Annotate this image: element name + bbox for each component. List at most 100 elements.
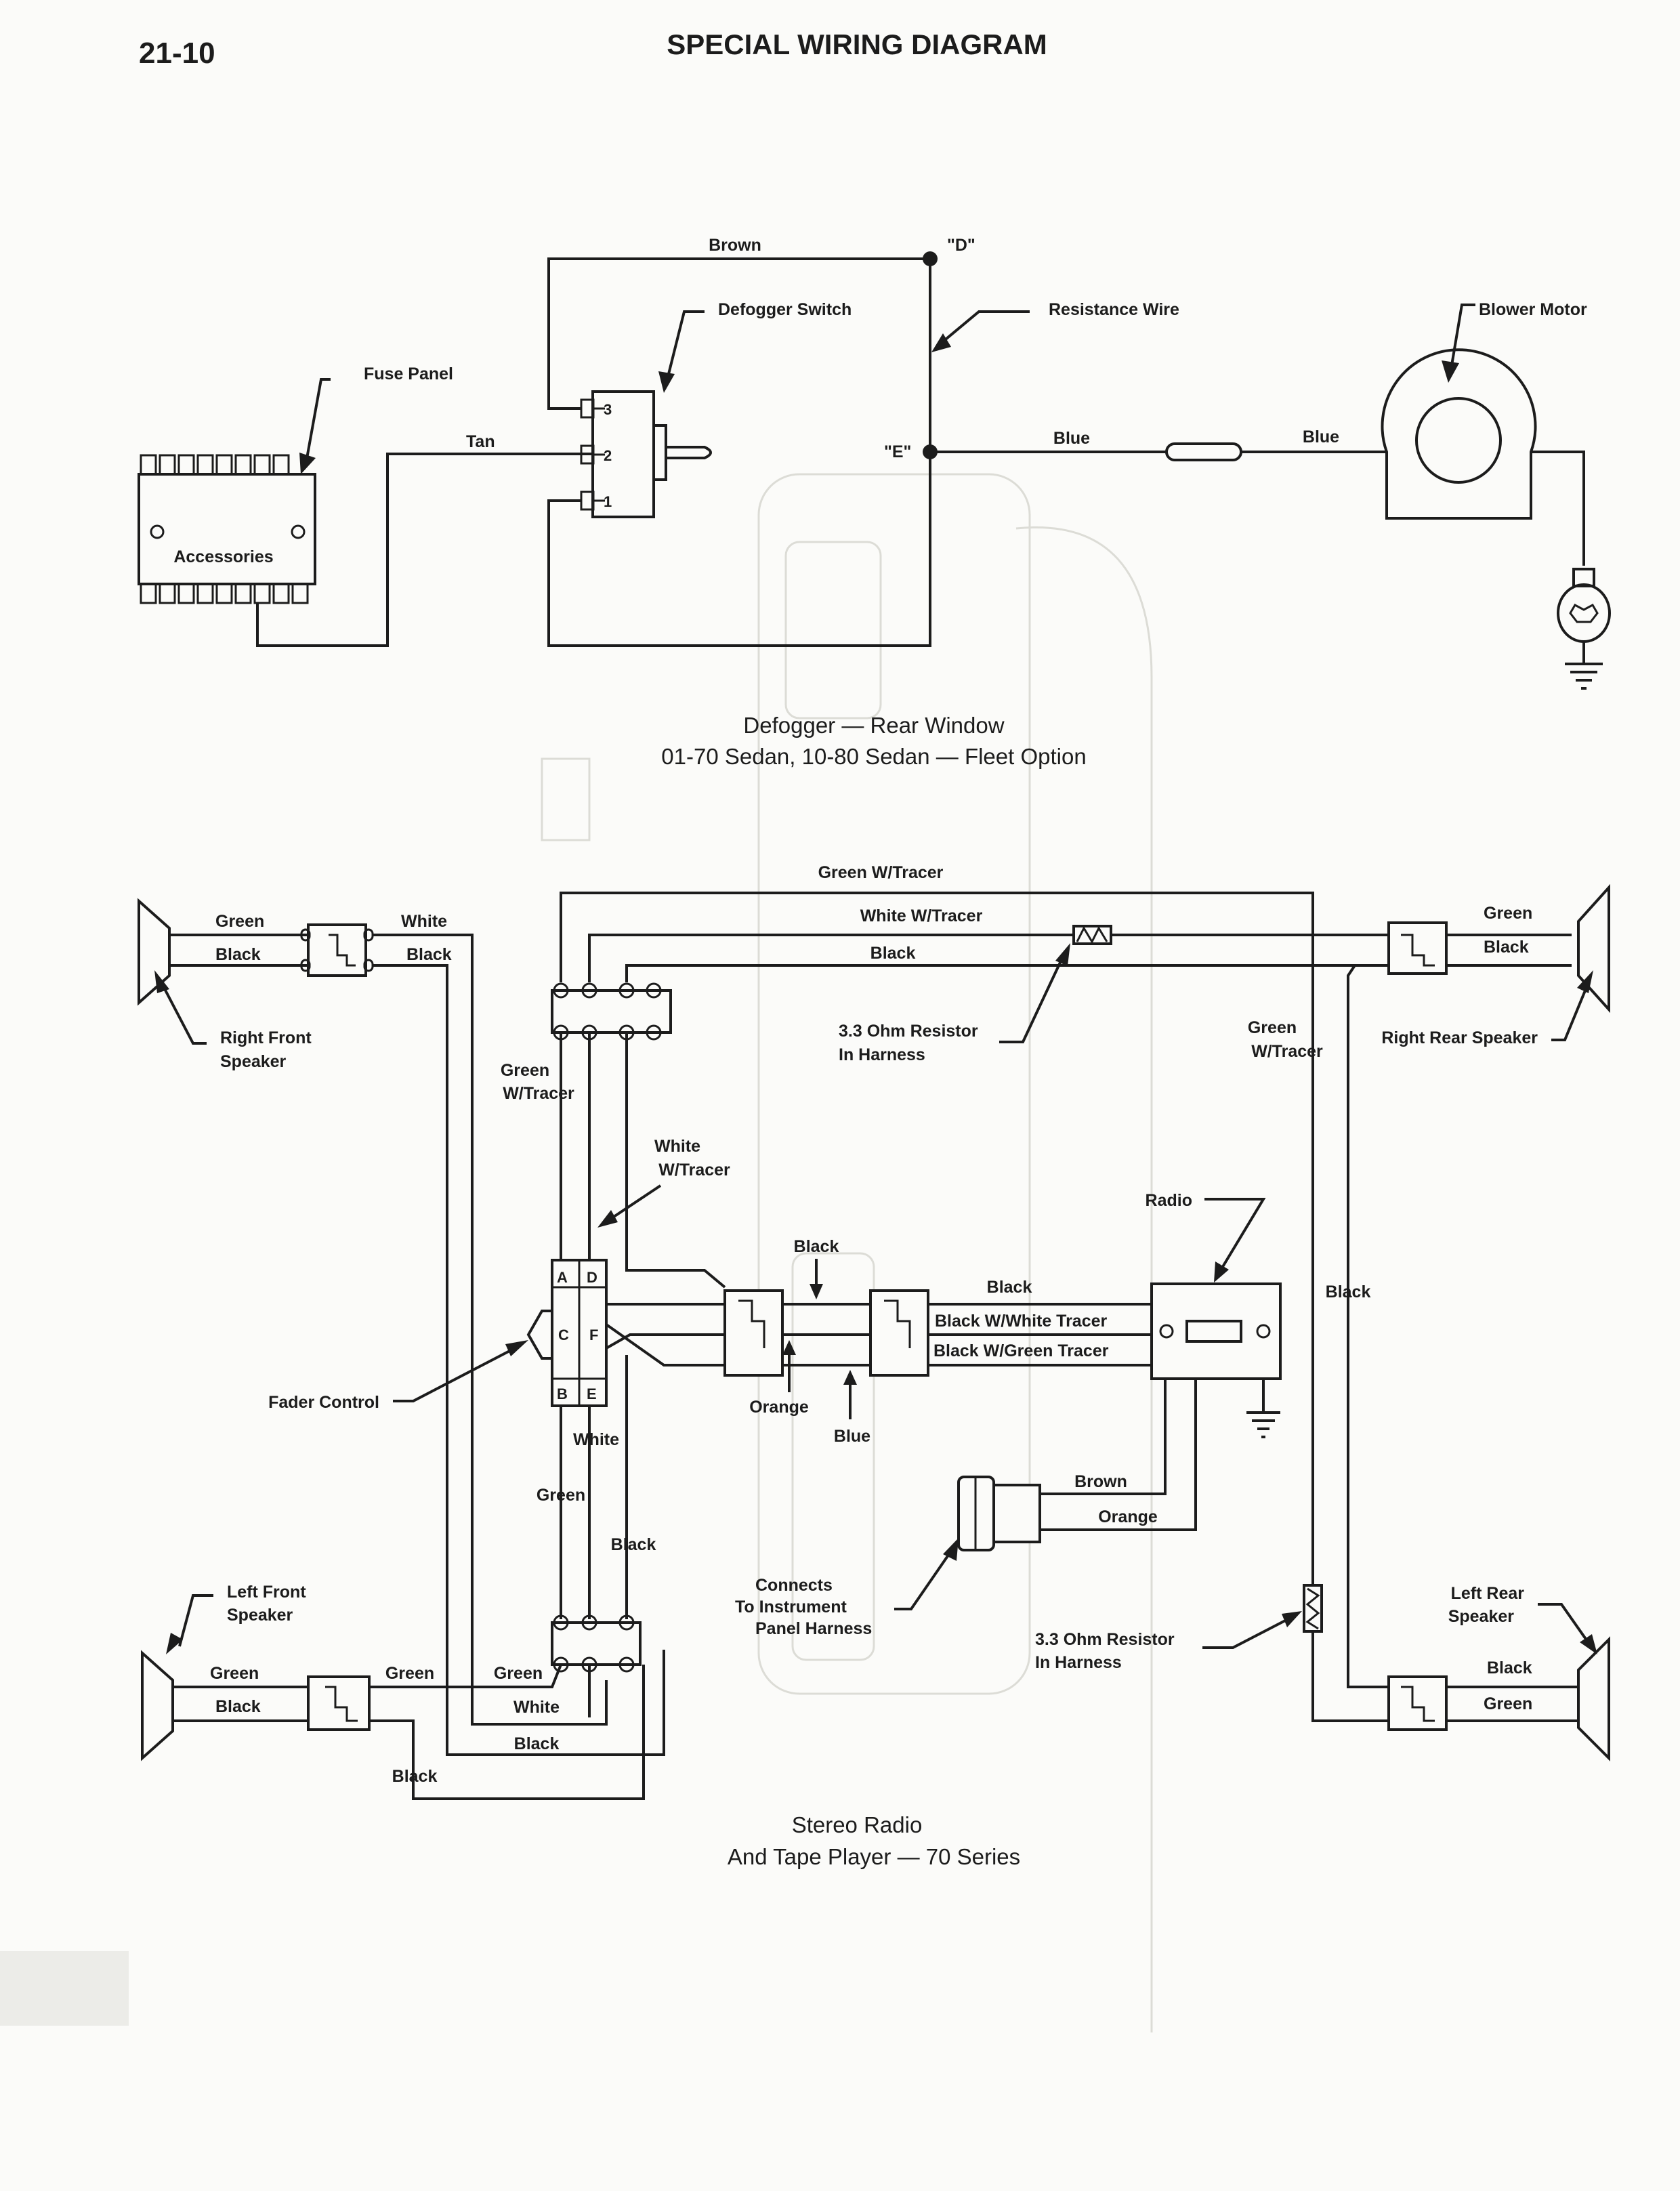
lf-green-label: Green bbox=[210, 1664, 259, 1683]
resistor-top-arrow bbox=[1055, 943, 1070, 966]
resistor-top-label-1: 3.3 Ohm Resistor bbox=[839, 1022, 978, 1041]
resistance-wire-arrow bbox=[931, 333, 951, 352]
fuse-panel: Accessories bbox=[138, 454, 316, 604]
lr-speaker-arrow bbox=[1580, 1634, 1597, 1654]
brown-conn-label: Brown bbox=[1074, 1472, 1127, 1491]
defogger-switch-arrow bbox=[658, 371, 675, 393]
defogger-switch-label: Defogger Switch bbox=[718, 300, 852, 319]
lf-black-return-wire bbox=[369, 1665, 645, 1800]
defogger-caption-line1: Defogger — Rear Window bbox=[743, 713, 1004, 738]
rf-speaker-label-1: Right Front bbox=[220, 1028, 312, 1047]
rr-speaker-leader bbox=[1551, 982, 1590, 1041]
green-w-tracer-right-label-1: Green bbox=[1248, 1018, 1297, 1037]
radio-dial bbox=[1185, 1320, 1242, 1343]
connects-label-1: Connects bbox=[755, 1576, 833, 1595]
blower-motor-leader bbox=[1450, 304, 1475, 370]
radio bbox=[1150, 1282, 1282, 1380]
orange-conn-label: Orange bbox=[1098, 1507, 1158, 1526]
resistor-top-label-2: In Harness bbox=[839, 1045, 925, 1064]
top-resistor bbox=[1072, 925, 1112, 945]
radio-ground-icon bbox=[1246, 1411, 1280, 1438]
mount-hole-left bbox=[150, 524, 165, 539]
resistance-wire-leader bbox=[937, 310, 1030, 347]
fader-pin-d: D bbox=[587, 1269, 597, 1286]
lr-green-label: Green bbox=[1484, 1694, 1532, 1713]
lf-green2-label: Green bbox=[385, 1664, 434, 1683]
resistor-bottom-arrow bbox=[1282, 1611, 1302, 1627]
green-fader-label: Green bbox=[537, 1486, 585, 1505]
rf-green-label: Green bbox=[215, 912, 264, 931]
terminal-d-dot bbox=[923, 251, 938, 266]
black-vertical-to-radio bbox=[625, 1032, 726, 1289]
fader-pin-a: A bbox=[557, 1269, 568, 1286]
stereo-caption-line1: Stereo Radio bbox=[792, 1812, 923, 1837]
blue-wire-2-label: Blue bbox=[1303, 427, 1339, 446]
blue-wire-1-label: Blue bbox=[1053, 429, 1090, 448]
white-w-tracer-mid-arrow bbox=[597, 1210, 618, 1228]
connects-label-3: Panel Harness bbox=[755, 1619, 872, 1638]
toggle-base bbox=[652, 424, 667, 481]
white-fader-label: White bbox=[573, 1430, 619, 1449]
rr-green-label: Green bbox=[1484, 904, 1532, 923]
rf-white-wire bbox=[373, 934, 608, 1726]
green-w-tracer-left-label-1: Green bbox=[501, 1061, 549, 1080]
terminal-e-label: "E" bbox=[884, 442, 911, 461]
rf-white-label: White bbox=[401, 912, 447, 931]
lf-speaker-leader bbox=[178, 1594, 213, 1647]
fuse-panel-leader bbox=[305, 378, 331, 463]
resistance-wire-label: Resistance Wire bbox=[1049, 300, 1179, 319]
green-w-tracer-lower-wire bbox=[1311, 1631, 1389, 1722]
lr-black-label: Black bbox=[1487, 1658, 1532, 1677]
rf-black2-label: Black bbox=[406, 945, 452, 964]
rr-black-label: Black bbox=[1484, 938, 1529, 957]
motor-ground-lead bbox=[1531, 451, 1585, 566]
orange-radio-wire bbox=[1040, 1379, 1197, 1531]
fader-cross bbox=[606, 1333, 725, 1350]
stereo-caption-line2: And Tape Player — 70 Series bbox=[728, 1844, 1020, 1869]
radio-leader bbox=[1204, 1198, 1266, 1274]
white-w-tracer-mid-leader bbox=[608, 1184, 662, 1221]
connects-arrow bbox=[943, 1538, 959, 1561]
black-right-label: Black bbox=[1326, 1282, 1371, 1301]
lr-connector bbox=[1387, 1675, 1448, 1731]
black-w-green-tracer-label: Black W/Green Tracer bbox=[933, 1341, 1109, 1360]
resistor-bottom-label-2: In Harness bbox=[1035, 1653, 1122, 1672]
radio-label: Radio bbox=[1146, 1191, 1192, 1210]
fader-knob bbox=[526, 1310, 552, 1360]
fader-black-w-green bbox=[605, 1323, 725, 1366]
switch-pin-3: 3 bbox=[604, 401, 612, 418]
white-w-tracer-mid-label-2: W/Tracer bbox=[658, 1161, 730, 1180]
lr-speaker-label-2: Speaker bbox=[1448, 1607, 1515, 1626]
lf-speaker-label-2: Speaker bbox=[227, 1606, 293, 1625]
rf-speaker-leader bbox=[160, 982, 207, 1045]
left-front-speaker bbox=[141, 1650, 174, 1761]
page-title: SPECIAL WIRING DIAGRAM bbox=[667, 28, 1047, 60]
page-number: 21-10 bbox=[139, 37, 215, 70]
tan-wire-label: Tan bbox=[466, 432, 495, 451]
brown-radio-wire bbox=[1040, 1379, 1167, 1495]
green-w-tracer-left-label-2: W/Tracer bbox=[503, 1084, 574, 1103]
lf-speaker-label-1: Left Front bbox=[227, 1583, 306, 1602]
lf-white-label: White bbox=[513, 1698, 560, 1717]
blower-motor-arrow bbox=[1442, 360, 1459, 383]
rr-speaker-label: Right Rear Speaker bbox=[1381, 1028, 1538, 1047]
rr-speaker-arrow bbox=[1577, 970, 1593, 993]
resistance-wire bbox=[547, 259, 931, 647]
brown-wire bbox=[547, 257, 930, 410]
lf-connector bbox=[307, 1675, 371, 1731]
fuse-terminals-bottom bbox=[140, 583, 309, 604]
fader-pin-f: F bbox=[589, 1327, 598, 1343]
fuse-terminals-top bbox=[140, 454, 290, 476]
defogger-switch-leader bbox=[666, 310, 705, 380]
lf-black-label: Black bbox=[215, 1697, 261, 1716]
defogger-switch: 3 2 1 bbox=[580, 390, 712, 518]
fuse-panel-label: Fuse Panel bbox=[364, 364, 453, 383]
ground-icon bbox=[1565, 663, 1603, 690]
accessories-label: Accessories bbox=[173, 547, 273, 566]
rf-connector bbox=[300, 923, 374, 977]
resistor-bottom-label-1: 3.3 Ohm Resistor bbox=[1035, 1630, 1175, 1649]
blue-arrow bbox=[843, 1370, 857, 1385]
bottom-harness-connector bbox=[551, 1614, 642, 1673]
switch-pin-1: 1 bbox=[604, 493, 612, 510]
